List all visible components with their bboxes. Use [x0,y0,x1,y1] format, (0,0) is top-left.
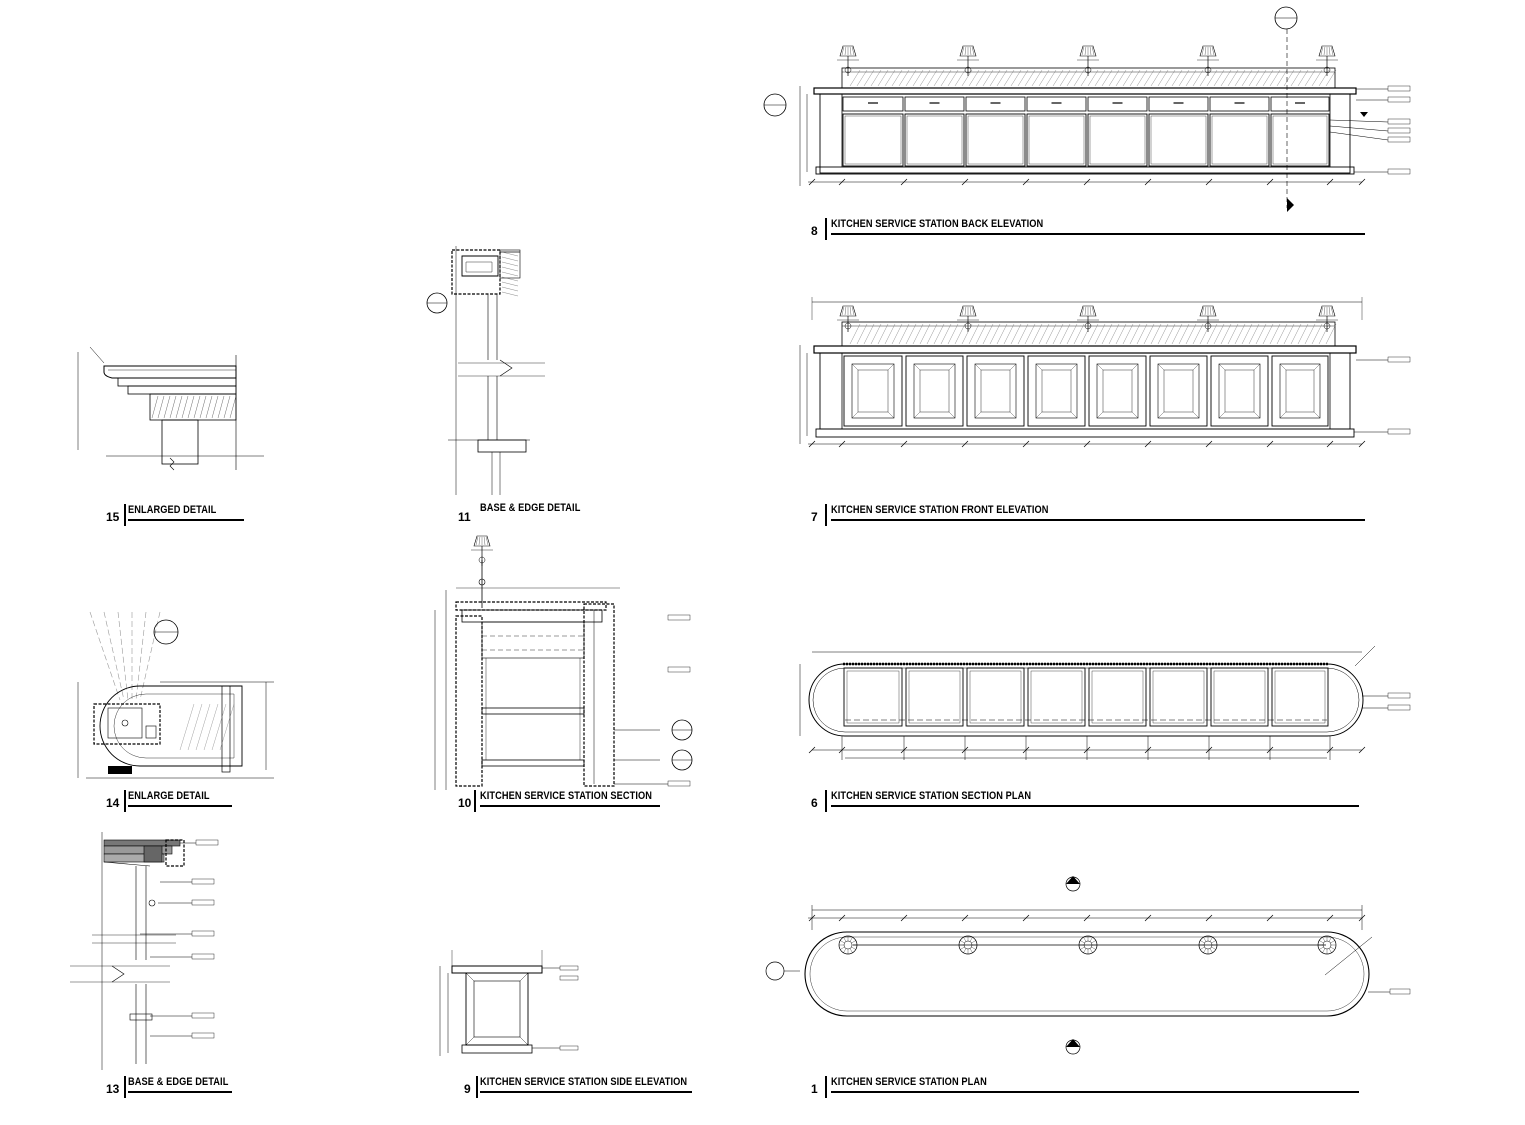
title-divider [825,504,827,526]
drawing-number: 15 [106,510,120,524]
drawing-title: ENLARGE DETAIL [128,790,210,802]
plan-panels [843,667,1329,727]
drawing-number: 7 [811,510,818,524]
pendant-lamps [837,305,1338,332]
drawing-number: 14 [106,796,120,810]
front-raised-panels [841,353,1331,429]
title-divider [825,1076,827,1098]
drawing-title: BASE & EDGE DETAIL [480,502,581,514]
title-rule [831,233,1365,235]
title-rule [831,1091,1359,1093]
pendant-lamps [837,45,1338,76]
section-plan-drawing [799,645,1411,760]
plan-drawing [765,876,1411,1055]
title-divider [474,790,476,812]
title-rule [480,805,660,807]
drawing-title: BASE & EDGE DETAIL [128,1076,229,1088]
drawing-title: KITCHEN SERVICE STATION BACK ELEVATION [831,218,1044,230]
base-edge-detail-13 [70,832,219,1070]
section-drawing-10 [434,535,693,790]
drawing-number: 8 [811,224,818,238]
drawing-number: 11 [458,510,471,524]
title-divider [124,790,126,812]
drawing-number: 1 [811,1082,818,1096]
drawing-number: 6 [811,796,818,810]
back-elevation-drawing [763,6,1411,212]
title-rule [128,519,244,521]
title-divider [124,504,126,526]
drawing-number: 10 [458,796,472,810]
base-edge-detail-11 [426,246,545,495]
title-rule [831,805,1359,807]
title-divider [825,790,827,812]
drawing-number: 9 [464,1082,471,1096]
plan-lamp-symbols [838,935,1337,955]
drawing-title: KITCHEN SERVICE STATION PLAN [831,1076,987,1088]
drawing-title: KITCHEN SERVICE STATION FRONT ELEVATION [831,504,1049,516]
title-rule [480,1091,692,1093]
back-cabinet-panels [841,94,1331,167]
title-rule [831,519,1365,521]
drawing-title: KITCHEN SERVICE STATION SECTION [480,790,653,802]
side-elevation-drawing-9 [439,950,579,1056]
drawing-title: ENLARGED DETAIL [128,504,217,516]
drawing-number: 13 [106,1082,120,1096]
title-rule [128,1091,232,1093]
title-rule [128,805,232,807]
front-elevation-drawing [799,297,1411,448]
drawing-title: KITCHEN SERVICE STATION SIDE ELEVATION [480,1076,688,1088]
enlarge-detail-14 [77,611,274,779]
title-divider [476,1076,478,1098]
drawing-title: KITCHEN SERVICE STATION SECTION PLAN [831,790,1032,802]
enlarged-detail-15 [77,346,264,471]
title-divider [124,1076,126,1098]
title-divider [825,218,827,240]
